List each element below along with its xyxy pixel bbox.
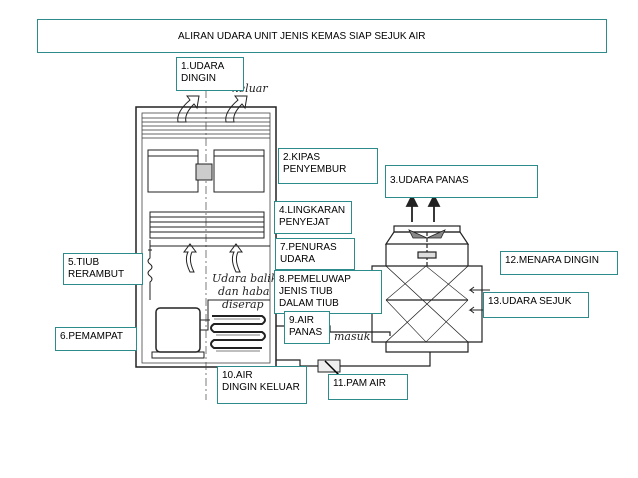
tower-intake-arrows	[468, 286, 490, 314]
diserap-text: diserap	[222, 298, 264, 311]
label-pemeluwap: 8.PEMELUWAP JENIS TIUB DALAM TIUB	[274, 270, 382, 314]
label-tiub-rerambut: 5.TIUB RERAMBUT	[63, 253, 143, 285]
label-udara-sejuk: 13.UDARA SEJUK	[483, 292, 589, 318]
blower-fan-housing	[147, 149, 265, 193]
compressor-base	[151, 351, 205, 359]
refrigerant-pipe	[200, 299, 270, 331]
label-udara-panas: 3.UDARA PANAS	[385, 165, 538, 198]
cold-air-arrow-left	[177, 95, 200, 123]
dan-haba-text: dan haba	[218, 285, 269, 298]
return-air-arrow-right	[229, 243, 243, 273]
masuk-text: masuk	[334, 330, 371, 343]
return-air-arrow-left	[183, 243, 197, 273]
label-air-dingin-keluar: 10.AIR DINGIN KELUAR	[217, 366, 307, 404]
cooling-tower	[371, 225, 483, 353]
label-pam-air: 11.PAM AIR	[328, 374, 408, 400]
label-udara-dingin: 1.UDARA DINGIN	[176, 57, 244, 91]
cold-air-arrow-right	[225, 95, 248, 123]
udara-balik-text: Udara balik	[212, 272, 278, 285]
condenser-coil-inner	[214, 318, 260, 352]
evaporator-coil	[149, 211, 265, 239]
compressor	[155, 307, 201, 353]
label-menara-dingin: 12.MENARA DINGIN	[500, 251, 618, 275]
condenser-coil	[210, 315, 266, 349]
label-kipas-penyembur: 2.KIPAS PENYEMBUR	[278, 148, 378, 184]
capillary-tube	[147, 240, 153, 300]
tower-fan-icon	[408, 229, 446, 239]
cold-water-pipe	[276, 352, 431, 367]
label-penuras-udara: 7.PENURAS UDARA	[275, 238, 355, 270]
label-air-panas: 9.AIR PANAS	[284, 311, 330, 344]
diagram-title: ALIRAN UDARA UNIT JENIS KEMAS SIAP SEJUK…	[37, 19, 607, 53]
label-lingkaran-penyejat: 4.LINGKARAN PENYEJAT	[274, 201, 352, 234]
hot-air-arrows	[405, 193, 441, 222]
label-pemampat: 6.PEMAMPAT	[55, 327, 137, 351]
